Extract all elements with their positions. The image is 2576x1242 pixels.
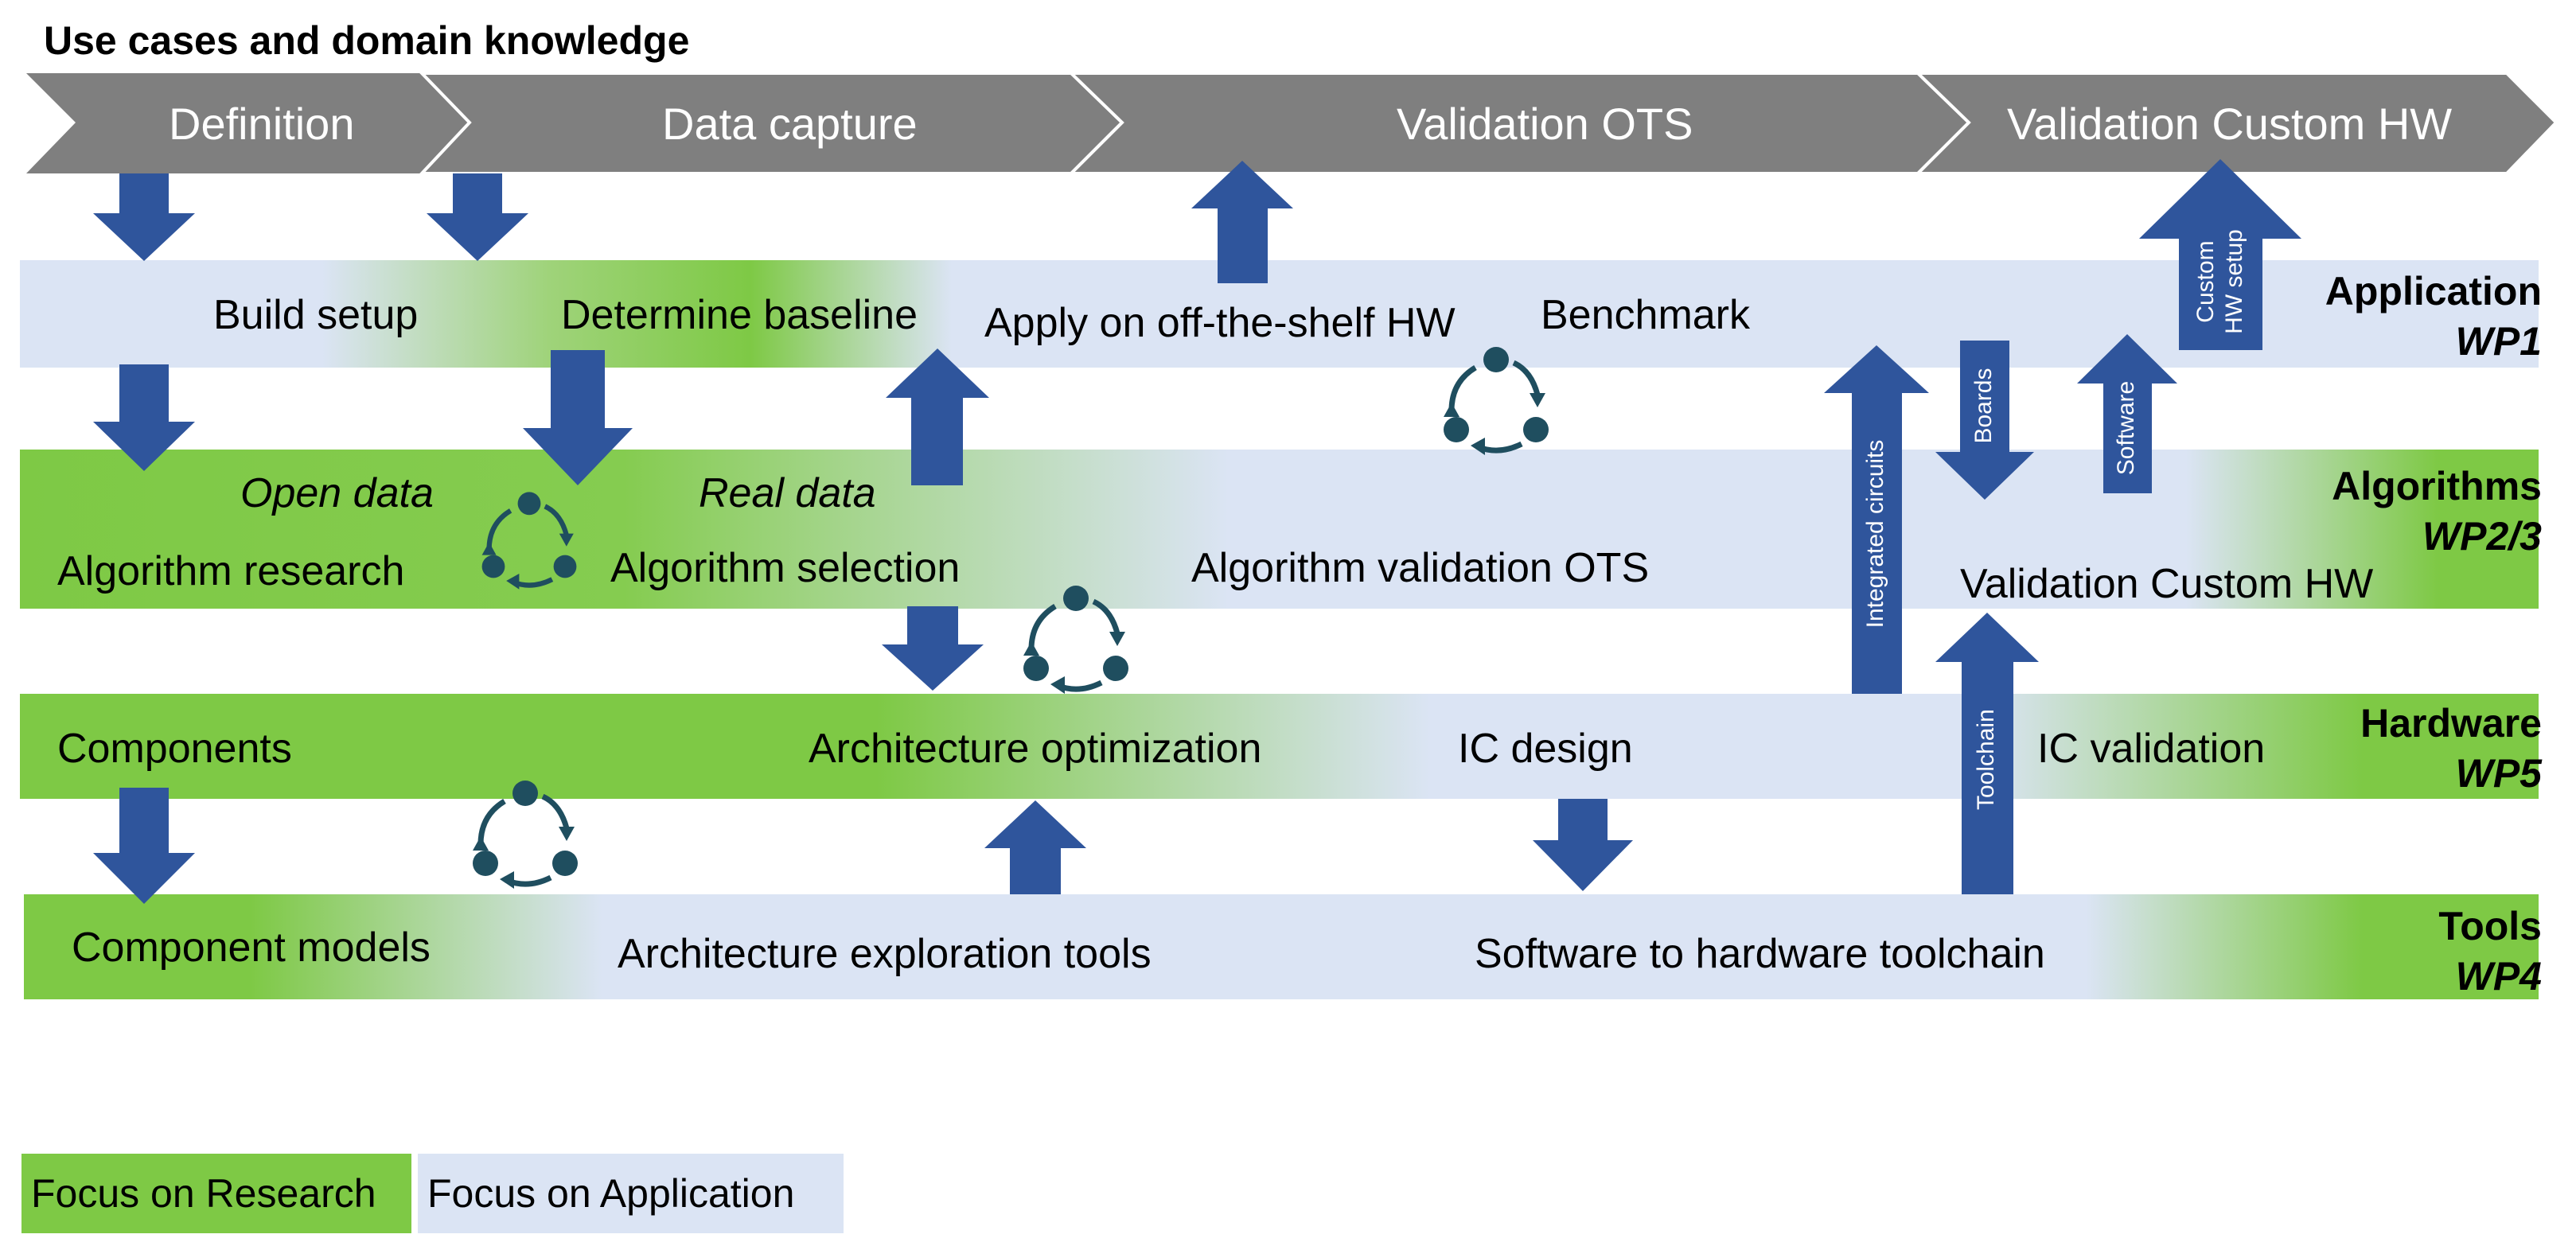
arrow-up-integrated-circuits [1824,345,1929,694]
lane-title-algorithms: Algorithms WP2/3 [2332,461,2542,561]
label-real-data: Real data [699,470,876,516]
arrow-down-components [93,788,195,904]
arrow-up-toolchain [1935,613,2039,894]
phase-label-validation-ots: Validation OTS [1397,99,1693,149]
page-title: Use cases and domain knowledge [44,18,690,63]
arrow-up-architecture-optimization [984,800,1086,894]
phase-label-validation-custom-hw: Validation Custom HW [2007,99,2453,149]
arrow-up-apply-ots [1191,161,1293,283]
lane-wp: WP2/3 [2422,513,2542,559]
arrow-down-algorithm-selection [882,606,984,691]
lane-tools-band [24,894,2539,999]
lane-name: Tools [2438,904,2542,948]
lane-name: Hardware [2360,701,2542,746]
arrow-down-build-setup [93,364,195,471]
label-architecture-optimization: Architecture optimization [809,726,1262,772]
arrow-up-algorithm-selection [886,348,989,485]
legend-application-label: Focus on Application [427,1171,795,1216]
lane-name: Application [2325,269,2542,313]
label-algorithm-research: Algorithm research [57,548,405,594]
label-apply-ots: Apply on off-the-shelf HW [984,300,1456,346]
lane-wp: WP5 [2455,750,2542,796]
label-open-data: Open data [240,470,434,516]
label-software-to-hardware-toolchain: Software to hardware toolchain [1475,931,2045,977]
label-validation-custom-hw: Validation Custom HW [1960,561,2374,607]
legend-research: Focus on Research [21,1154,411,1233]
arrow-down-definition [93,173,195,261]
lane-wp: WP4 [2455,953,2542,999]
lane-title-tools: Tools WP4 [2438,901,2542,1001]
label-component-models: Component models [72,925,431,971]
lane-name: Algorithms [2332,464,2542,508]
arrow-label-software: Software [2113,380,2139,476]
label-ic-validation: IC validation [2037,726,2266,772]
label-benchmark: Benchmark [1541,292,1750,338]
label-build-setup: Build setup [213,292,419,338]
arrow-up-software [2077,334,2177,493]
arrow-label-boards: Boards [1970,368,1997,444]
label-components: Components [57,726,292,772]
arrow-down-ic-design [1533,799,1633,891]
phase-label-definition: Definition [169,99,355,149]
phase-label-data-capture: Data capture [662,99,918,149]
arrow-label-custom-line1: Custom [2192,240,2219,323]
lane-hardware-band [20,694,2539,799]
legend-application: Focus on Application [418,1154,844,1233]
arrow-label-toolchain: Toolchain [1973,709,1999,810]
arrow-up-custom-hw-setup [2139,159,2301,350]
lane-wp: WP1 [2455,318,2542,364]
arrow-down-determine-baseline [523,350,633,485]
label-algorithm-selection: Algorithm selection [610,545,961,591]
label-ic-design: IC design [1458,726,1633,772]
arrow-label-integrated-circuits: Integrated circuits [1862,439,1888,629]
label-determine-baseline: Determine baseline [561,292,918,338]
arrow-down-boards [1935,341,2034,500]
lane-title-hardware: Hardware WP5 [2360,699,2542,798]
legend-research-label: Focus on Research [31,1171,376,1216]
label-algorithm-validation-ots: Algorithm validation OTS [1191,545,1650,591]
label-architecture-exploration-tools: Architecture exploration tools [618,931,1152,977]
arrow-label-custom-line2: HW setup [2221,229,2247,334]
phase-chevron-4 [1914,72,2558,175]
arrow-down-data-capture [427,173,528,261]
arrow-label-custom-hw-setup: Custom HW setup [2192,214,2249,349]
phase-chevron-1 [26,73,470,173]
legend-application-swatch [418,1154,844,1233]
lane-title-application: Application WP1 [2325,267,2542,366]
legend-research-swatch [21,1154,411,1233]
